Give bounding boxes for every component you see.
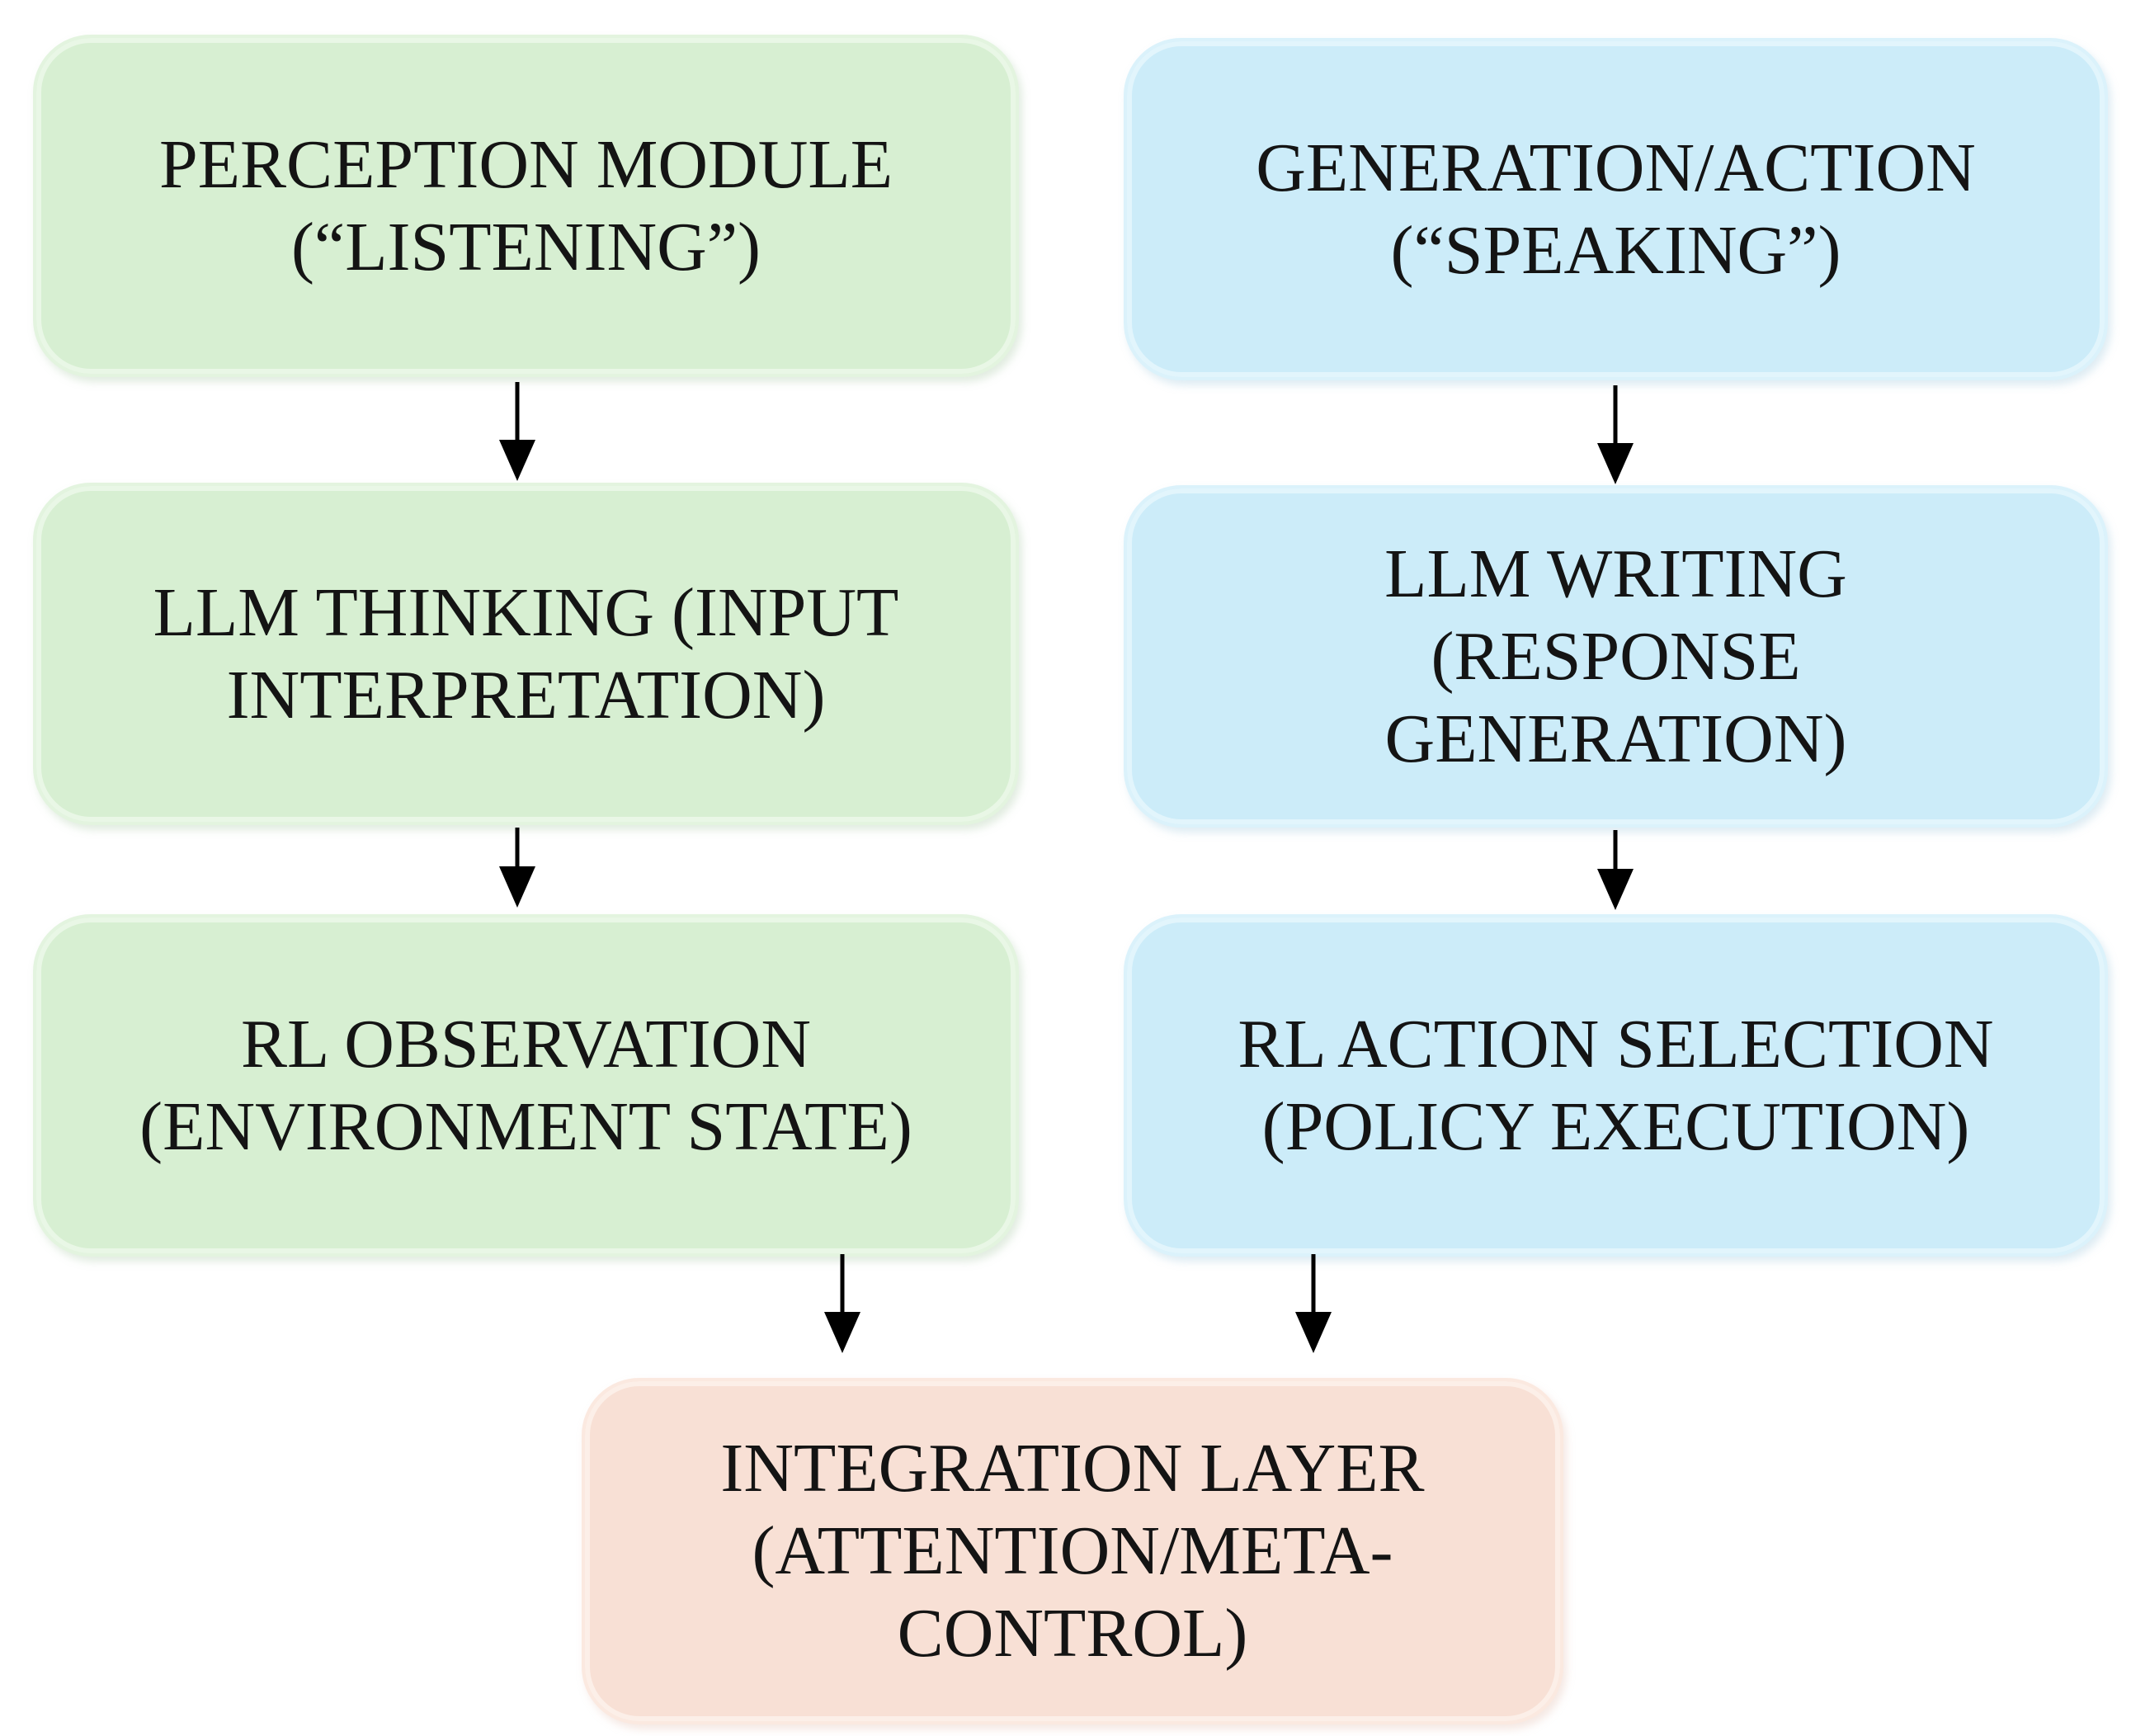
generation-action-box: GENERATION/ACTION (“SPEAKING”) xyxy=(1124,38,2108,380)
rl-observation-label: RL OBSERVATION (ENVIRONMENT STATE) xyxy=(139,1005,912,1165)
arrow-writing-to-action xyxy=(1597,830,1634,910)
perception-module-label: PERCEPTION MODULE (“LISTENING”) xyxy=(158,125,893,285)
rl-action-selection-label: RL ACTION SELECTION (POLICY EXECUTION) xyxy=(1238,1005,1994,1165)
perception-module-box: PERCEPTION MODULE (“LISTENING”) xyxy=(33,35,1019,377)
rl-observation-box: RL OBSERVATION (ENVIRONMENT STATE) xyxy=(33,914,1019,1257)
arrow-action-to-integration xyxy=(1295,1254,1332,1353)
arrow-observation-to-integration xyxy=(824,1254,860,1353)
arrow-thinking-to-observation xyxy=(499,828,535,908)
llm-thinking-box: LLM THINKING (INPUT INTERPRETATION) xyxy=(33,483,1019,825)
arrow-perception-to-thinking xyxy=(499,382,535,481)
llm-writing-box: LLM WRITING (RESPONSE GENERATION) xyxy=(1124,485,2108,828)
arrow-generation-to-writing xyxy=(1597,385,1634,484)
rl-action-selection-box: RL ACTION SELECTION (POLICY EXECUTION) xyxy=(1124,914,2108,1257)
generation-action-label: GENERATION/ACTION (“SPEAKING”) xyxy=(1256,129,1976,289)
integration-layer-box: INTEGRATION LAYER (ATTENTION/META- CONTR… xyxy=(582,1378,1563,1724)
llm-thinking-label: LLM THINKING (INPUT INTERPRETATION) xyxy=(153,573,899,734)
integration-layer-label: INTEGRATION LAYER (ATTENTION/META- CONTR… xyxy=(720,1430,1425,1672)
llm-writing-label: LLM WRITING (RESPONSE GENERATION) xyxy=(1384,535,1847,777)
